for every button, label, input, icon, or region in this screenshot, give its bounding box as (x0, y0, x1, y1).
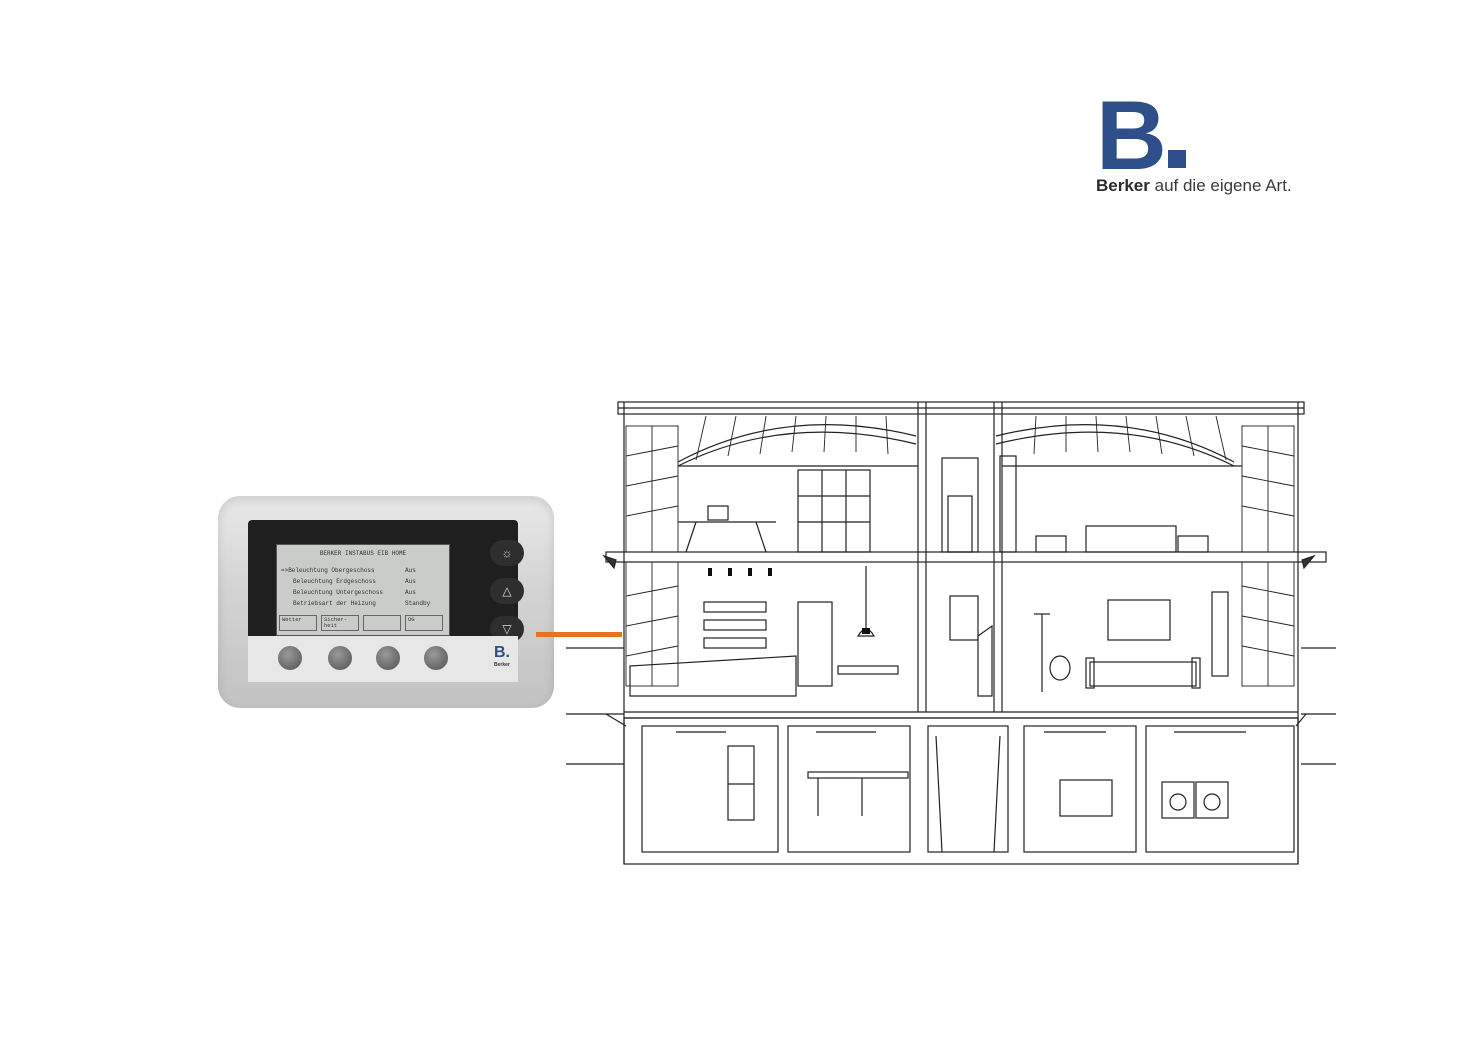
logo-dot (1168, 150, 1186, 168)
up-button[interactable]: △ (490, 578, 524, 604)
screen-row[interactable]: Beleuchtung Untergeschoss Aus (293, 589, 416, 596)
house-drawing (566, 401, 1336, 865)
logo-tagline-text: auf die eigene Art. (1154, 176, 1292, 195)
light-button[interactable]: ☼ (490, 540, 524, 566)
row-value: Aus (405, 567, 416, 574)
panel-brand-mark: B. (494, 644, 510, 661)
house-cross-section-illustration (566, 396, 1336, 866)
down-arrow-icon: ▽ (502, 622, 512, 636)
panel-brand-name: Berker (494, 662, 510, 668)
row-value: Aus (405, 578, 416, 585)
softkey-4[interactable]: OG (405, 615, 443, 631)
row-label: Beleuchtung Erdgeschoss (293, 578, 376, 585)
screen-row[interactable]: Betriebsart der Heizung Standby (293, 600, 430, 607)
softkey-2[interactable]: Sicher- heit (321, 615, 359, 631)
logo-tagline: Berker auf die eigene Art. (1096, 176, 1292, 196)
berker-logo: B Berker auf die eigene Art. (1096, 80, 1336, 202)
up-arrow-icon: △ (502, 584, 512, 598)
control-panel-device: BERKER INSTABUS EIB HOME =>Beleuchtung O… (218, 496, 554, 708)
row-label: =>Beleuchtung Obergeschoss (281, 567, 375, 574)
logo-brand: Berker (1096, 176, 1150, 195)
softkey-1[interactable]: Wetter (279, 615, 317, 631)
softkey-3[interactable] (363, 615, 401, 631)
screen-row[interactable]: =>Beleuchtung Obergeschoss Aus (281, 567, 416, 574)
panel-brand-logo: B.Berker (494, 644, 510, 668)
row-label: Beleuchtung Untergeschoss (293, 589, 384, 596)
panel-button-strip: B.Berker (248, 636, 518, 682)
round-button-3[interactable] (376, 646, 400, 670)
screen-row[interactable]: Beleuchtung Erdgeschoss Aus (293, 578, 416, 585)
light-icon: ☼ (501, 546, 513, 560)
logo-mark: B (1096, 80, 1167, 190)
panel-display: BERKER INSTABUS EIB HOME =>Beleuchtung O… (276, 544, 450, 636)
row-label: Betriebsart der Heizung (293, 600, 376, 607)
round-button-4[interactable] (424, 646, 448, 670)
row-value: Aus (405, 589, 416, 596)
round-button-1[interactable] (278, 646, 302, 670)
screen-title: BERKER INSTABUS EIB HOME (319, 550, 407, 557)
row-value: Standby (405, 600, 431, 607)
connector-line (536, 632, 622, 637)
round-button-2[interactable] (328, 646, 352, 670)
